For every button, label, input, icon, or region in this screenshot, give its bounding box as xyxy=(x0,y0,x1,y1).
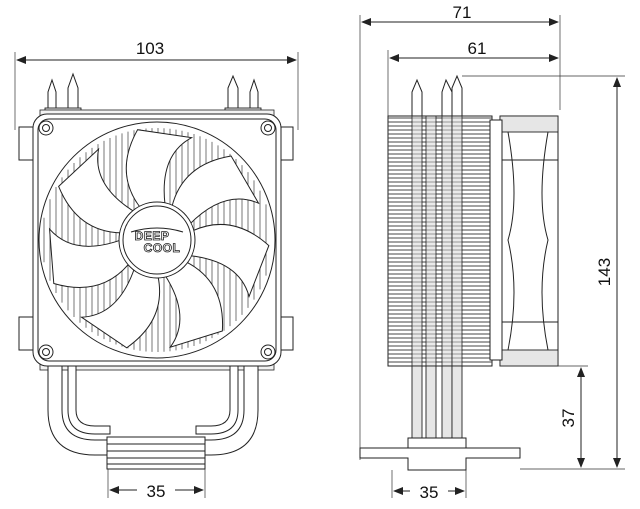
side-base-height-dimension: 37 xyxy=(500,365,588,468)
side-fin-stack xyxy=(387,115,493,367)
front-width-label: 103 xyxy=(136,39,164,58)
fan-blade xyxy=(58,147,136,234)
logo-text-cool: COOL xyxy=(144,241,181,255)
front-fan-blades xyxy=(48,129,270,349)
fin-stack-outline xyxy=(387,115,493,367)
logo-text-deep: DEEP xyxy=(135,229,170,243)
fan-blade xyxy=(164,261,224,349)
front-base-label: 35 xyxy=(147,482,166,501)
fan-blade xyxy=(171,155,260,226)
side-depth-total-dimension: 71 xyxy=(359,3,561,460)
side-depth-total-label: 71 xyxy=(453,3,472,22)
side-heatpipe-tips xyxy=(411,74,463,119)
fan-blade xyxy=(125,129,194,209)
front-view: 103 xyxy=(14,39,299,501)
front-corner-screws xyxy=(38,120,276,360)
side-heatpipes xyxy=(411,365,463,439)
fan-blade xyxy=(188,224,270,299)
heatpipe-through-fins xyxy=(411,115,423,367)
side-base-plate xyxy=(359,437,521,471)
side-view: 71 61 xyxy=(359,3,625,502)
fan-blade xyxy=(79,267,161,349)
side-base-dimension: 35 xyxy=(391,470,467,502)
side-depth-fins-dimension: 61 xyxy=(387,39,559,120)
fan-blade xyxy=(48,227,131,288)
side-height-dimension: 143 xyxy=(462,75,625,470)
front-base-dimension: 35 xyxy=(107,469,206,501)
front-heatpipe-loop xyxy=(47,365,259,470)
side-depth-fins-label: 61 xyxy=(468,39,487,58)
heatpipe-through-fins xyxy=(425,115,437,367)
side-fan-profile xyxy=(489,115,559,367)
heatpipe-through-fins xyxy=(441,115,453,367)
side-base-label: 35 xyxy=(420,483,439,502)
front-fan-hub: DEEP COOL xyxy=(118,201,196,279)
side-base-height-label: 37 xyxy=(559,409,578,428)
side-height-label: 143 xyxy=(595,258,614,286)
front-width-dimension: 103 xyxy=(14,39,299,130)
heatpipe-through-fins xyxy=(451,115,463,367)
